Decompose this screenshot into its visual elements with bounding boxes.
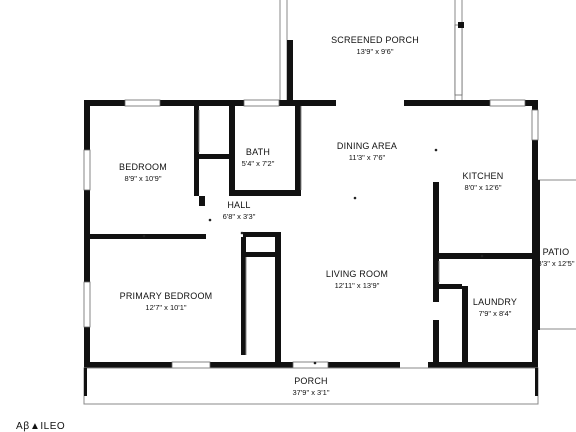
room-name: PRIMARY BEDROOM [120,291,213,301]
patio-outline [538,179,576,330]
room-dims: 7'9" x 8'4" [479,309,512,318]
room-patio: PATIO 3'3" x 12'5" [538,247,575,268]
room-dims: 12'11" x 13'9" [335,281,380,290]
room-dining-area: DINING AREA 11'3" x 7'6" [337,141,397,162]
room-name: LAUNDRY [473,297,517,307]
room-dims: 5'4" x 7'2" [242,159,275,168]
porch-outline [83,367,539,405]
room-dims: 8'0" x 12'6" [465,183,502,192]
room-screened-porch: SCREENED PORCH 13'9" x 9'6" [331,35,419,56]
room-name: BATH [246,147,270,157]
room-dims: 37'9" x 3'1" [293,388,330,397]
room-name: BEDROOM [119,162,167,172]
room-hall: HALL 6'8" x 3'3" [223,200,256,221]
room-name: PORCH [294,376,328,386]
room-name: HALL [227,200,250,210]
screened-porch-outline [279,0,464,102]
room-kitchen: KITCHEN 8'0" x 12'6" [463,171,504,192]
brand-logo: Aꞵ▲ILEO [16,421,66,432]
room-name: DINING AREA [337,141,397,151]
room-laundry: LAUNDRY 7'9" x 8'4" [473,297,517,318]
room-porch: PORCH 37'9" x 3'1" [293,376,330,397]
room-dims: 11'3" x 7'6" [349,153,386,162]
room-dims: 13'9" x 9'6" [357,47,394,56]
room-name: KITCHEN [463,171,504,181]
interior-walls [90,106,532,362]
room-living-room: LIVING ROOM 12'11" x 13'9" [326,269,388,290]
plan-markers [142,148,484,365]
room-dims: 3'3" x 12'5" [538,259,575,268]
room-name: PATIO [543,247,570,257]
room-bath: BATH 5'4" x 7'2" [242,147,275,168]
room-primary-bedroom: PRIMARY BEDROOM 12'7" x 10'1" [120,291,213,312]
door-lines [198,106,440,355]
room-bedroom: BEDROOM 8'9" x 10'9" [119,162,167,183]
room-name: SCREENED PORCH [331,35,419,45]
room-name: LIVING ROOM [326,269,388,279]
room-dims: 6'8" x 3'3" [223,212,256,221]
windows [83,99,539,369]
room-dims: 8'9" x 10'9" [125,174,162,183]
exterior-walls [84,100,538,368]
room-dims: 12'7" x 10'1" [145,303,186,312]
